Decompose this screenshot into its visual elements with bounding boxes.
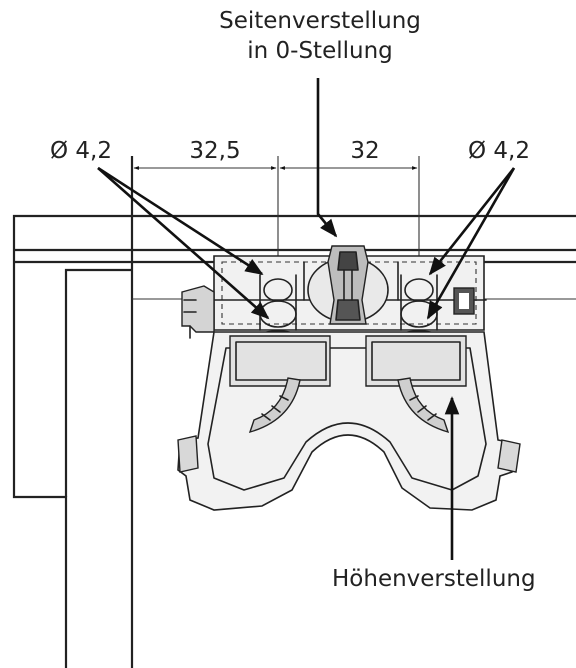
label-hoehenverstellung: Höhenverstellung — [332, 566, 536, 592]
label-seitenverstellung-line1: Seitenverstellung — [219, 8, 421, 34]
label-diameter-left: Ø 4,2 — [50, 138, 112, 164]
label-dimension-right: 32 — [350, 138, 380, 164]
side-adjustment-cam — [307, 245, 389, 325]
label-diameter-right: Ø 4,2 — [468, 138, 530, 164]
label-dimension-left: 32,5 — [189, 138, 241, 164]
label-seitenverstellung: Seitenverstellung in 0-Stellung — [190, 6, 450, 66]
label-seitenverstellung-line2: in 0-Stellung — [247, 38, 393, 64]
leader-lines — [97, 78, 516, 560]
hinge-arm-body — [177, 331, 521, 511]
